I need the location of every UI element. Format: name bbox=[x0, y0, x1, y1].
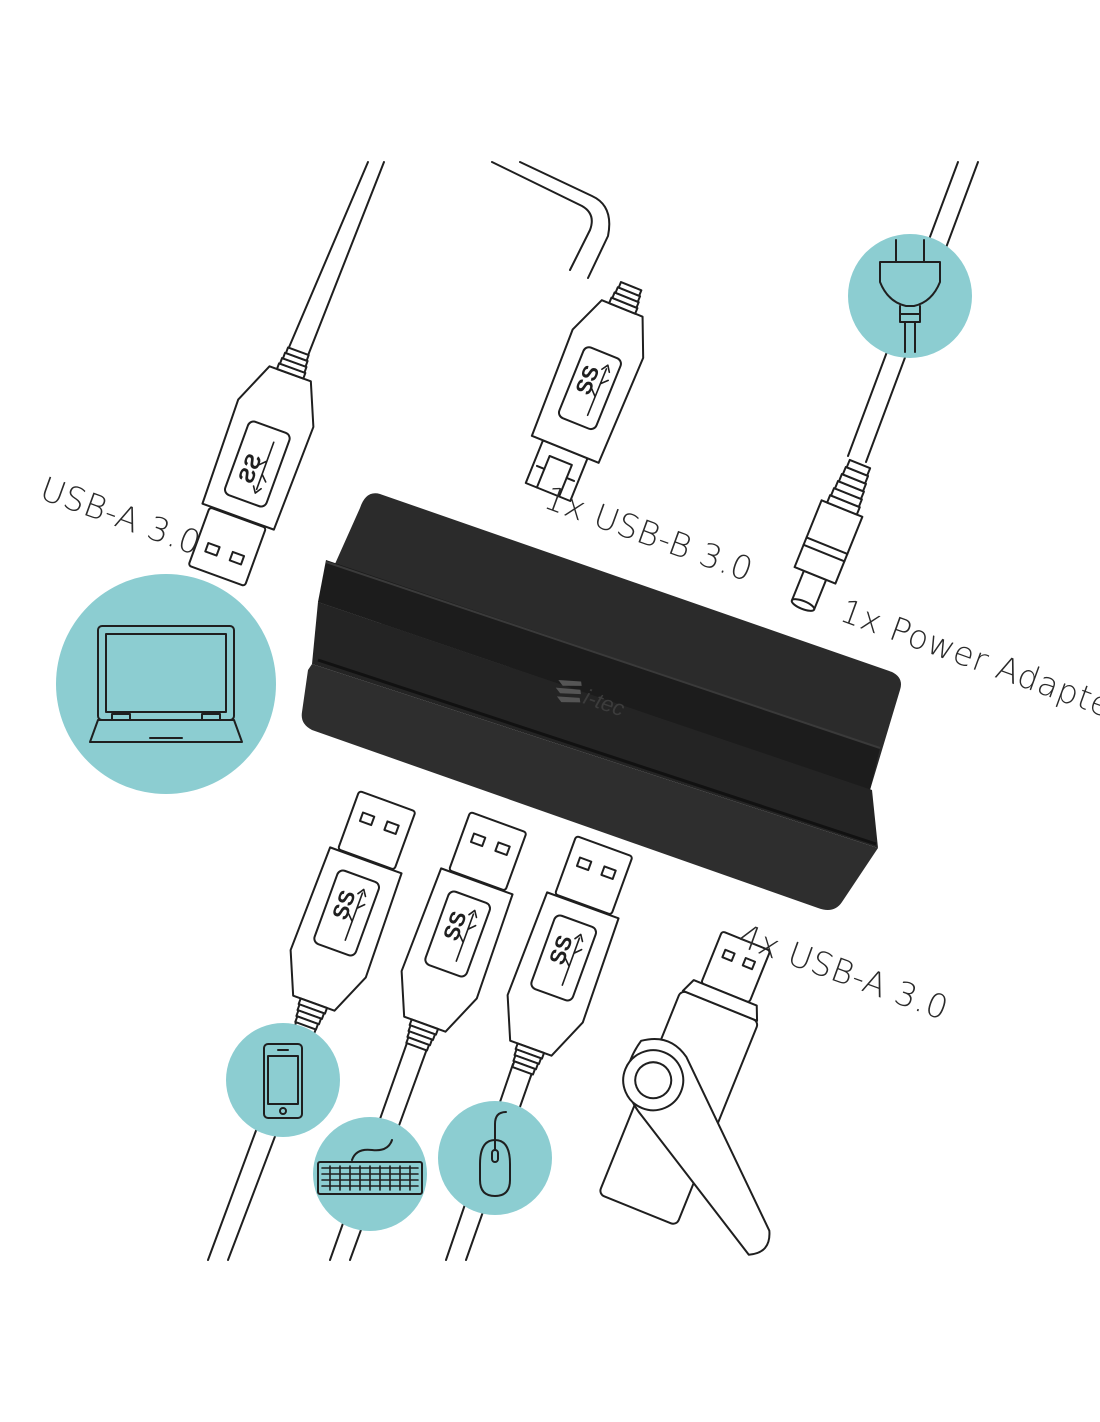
usb-flash-drive-icon bbox=[599, 931, 771, 1256]
mouse-icon bbox=[479, 1111, 511, 1197]
usb-hub-device: i-tec bbox=[301, 493, 901, 910]
label-usb-a-input: USB-A 3.0 bbox=[35, 469, 206, 563]
downstream-usb-a-plug-1 bbox=[267, 786, 426, 1041]
smartphone-icon bbox=[263, 1043, 303, 1119]
laptop-circle bbox=[56, 574, 276, 794]
label-usb-a-ports: 4x USB-A 3.0 bbox=[733, 916, 953, 1028]
usb-b-plug: SS bbox=[524, 281, 645, 502]
plug-circle bbox=[848, 234, 972, 358]
power-barrel-plug bbox=[790, 458, 872, 612]
keyboard-circle bbox=[313, 1117, 427, 1231]
keyboard-icon bbox=[317, 1139, 423, 1195]
phone-circle bbox=[226, 1023, 340, 1137]
upstream-cable bbox=[286, 161, 385, 359]
mouse-circle bbox=[438, 1101, 552, 1215]
power-plug-icon bbox=[879, 239, 941, 353]
laptop-icon bbox=[89, 625, 243, 743]
upstream-usb-a-plug-body bbox=[178, 336, 337, 591]
usb-b-cable bbox=[491, 161, 611, 279]
